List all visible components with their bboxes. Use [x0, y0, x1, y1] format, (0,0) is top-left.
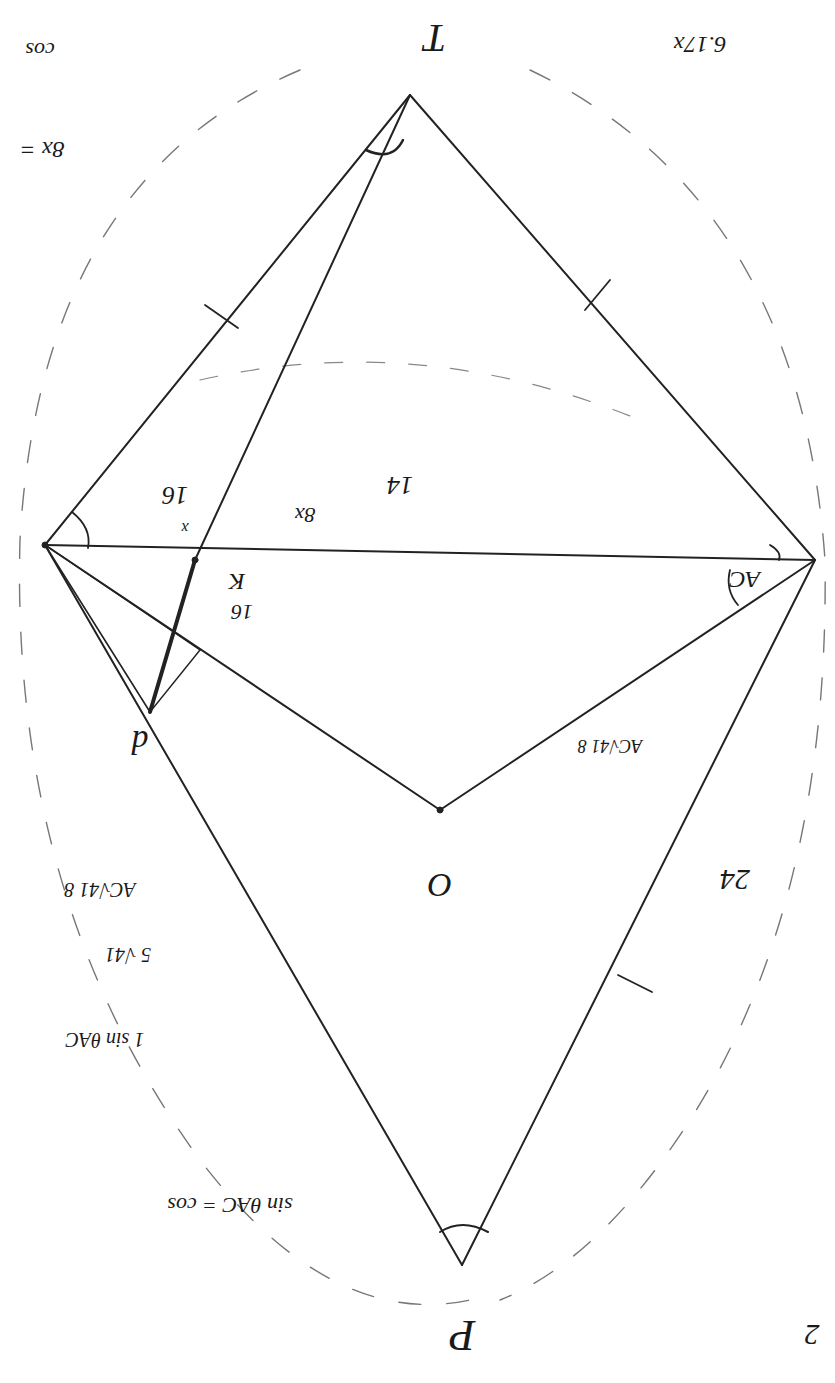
sketch-label: d — [132, 723, 149, 760]
sketch-label: 14 — [387, 471, 413, 500]
sketch-label: 8x = — [20, 137, 65, 163]
sketch-label: T — [424, 16, 446, 60]
sketch-label: 6.17x — [674, 32, 727, 58]
sketch-label: 16 — [231, 600, 253, 624]
sketch-label: 16 — [162, 481, 188, 510]
sketch-label: 24 — [720, 864, 750, 897]
sketch-label: 1 sin θAC — [66, 1029, 145, 1051]
sketch-label: O — [428, 866, 453, 903]
sketch-label: K — [229, 569, 245, 595]
sketch-label: 2 — [805, 1319, 820, 1352]
sketch-label: 8x — [295, 503, 316, 527]
sketch-label: 5 √41 — [105, 944, 151, 966]
sketch-label: sin θAC = cos — [167, 1193, 292, 1217]
sketch-label: AC√41 8 — [64, 879, 136, 901]
sketch-label: AC — [730, 567, 761, 593]
sketch-label: P — [449, 1311, 476, 1359]
sketch-label: AC√41 8 — [578, 735, 642, 755]
sketch-label: x — [181, 519, 188, 537]
sketch-label: cos — [25, 38, 54, 62]
